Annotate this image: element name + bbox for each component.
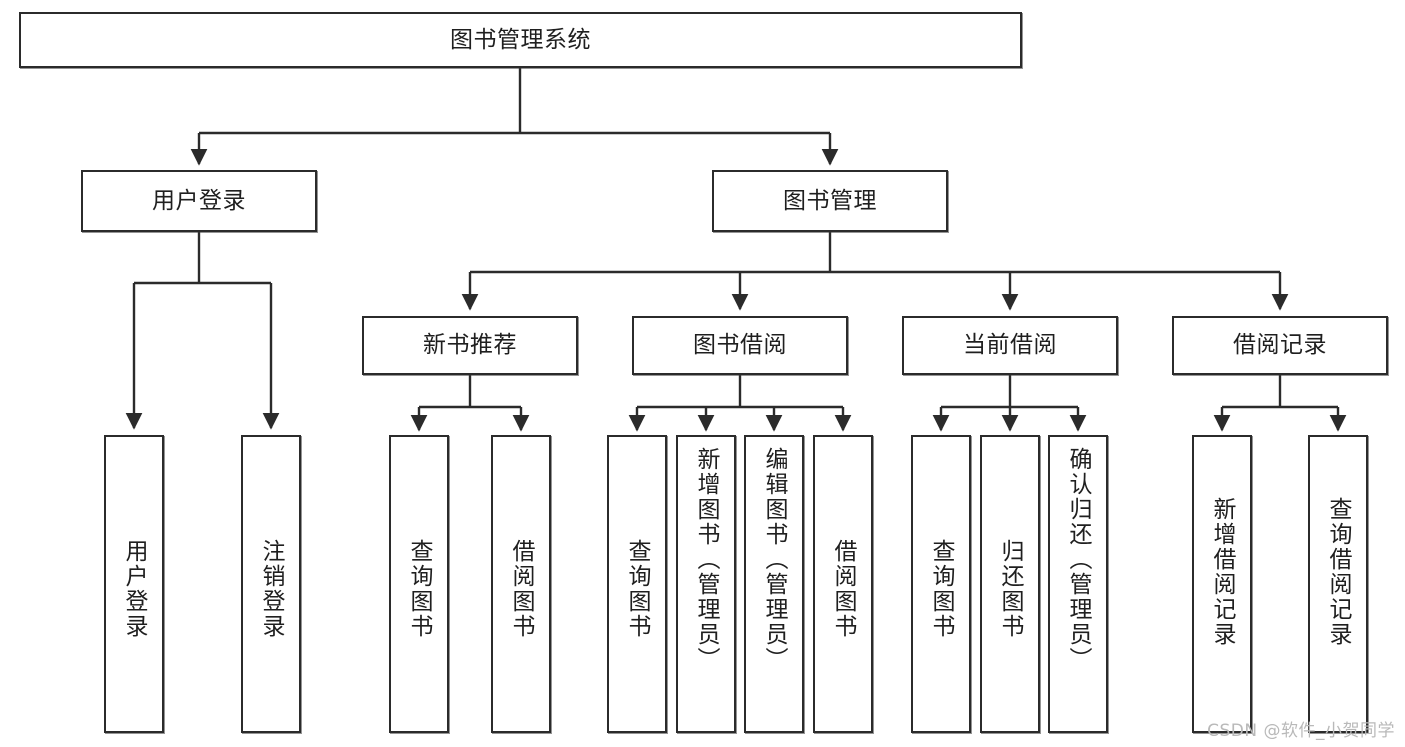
- leaf-query-book-nb[interactable]: 查询图书: [389, 435, 449, 733]
- leaf-edit-book-admin-label: 编辑图书（管理员）: [761, 447, 788, 672]
- leaf-add-book-admin-label: 新增图书（管理员）: [693, 447, 720, 672]
- node-book-borrow[interactable]: 图书借阅: [632, 316, 848, 375]
- leaf-user-login[interactable]: 用户登录: [104, 435, 164, 733]
- leaf-edit-book-admin[interactable]: 编辑图书（管理员）: [744, 435, 804, 733]
- leaf-query-borrow-record[interactable]: 查询借阅记录: [1308, 435, 1368, 733]
- node-current-borrow[interactable]: 当前借阅: [902, 316, 1118, 375]
- leaf-user-login-label: 用户登录: [121, 539, 148, 639]
- leaf-confirm-return-admin[interactable]: 确认归还（管理员）: [1048, 435, 1108, 733]
- leaf-return-book-label: 归还图书: [997, 539, 1024, 639]
- node-root-label: 图书管理系统: [450, 26, 591, 53]
- leaf-add-borrow-record-label: 新增借阅记录: [1209, 497, 1236, 647]
- leaf-confirm-return-admin-label: 确认归还（管理员）: [1065, 447, 1092, 672]
- leaf-query-book-nb-label: 查询图书: [406, 539, 433, 639]
- node-book-management[interactable]: 图书管理: [712, 170, 948, 232]
- leaf-query-book-cb[interactable]: 查询图书: [911, 435, 971, 733]
- leaf-borrow-book-bb-label: 借阅图书: [830, 539, 857, 639]
- leaf-query-book-cb-label: 查询图书: [928, 539, 955, 639]
- leaf-borrow-book-bb[interactable]: 借阅图书: [813, 435, 873, 733]
- node-current-borrow-label: 当前借阅: [963, 332, 1057, 359]
- node-user-login[interactable]: 用户登录: [81, 170, 317, 232]
- node-borrow-record[interactable]: 借阅记录: [1172, 316, 1388, 375]
- node-new-book-recommend[interactable]: 新书推荐: [362, 316, 578, 375]
- node-root[interactable]: 图书管理系统: [19, 12, 1022, 68]
- leaf-query-book-bb-label: 查询图书: [624, 539, 651, 639]
- leaf-query-book-bb[interactable]: 查询图书: [607, 435, 667, 733]
- leaf-borrow-book-nb[interactable]: 借阅图书: [491, 435, 551, 733]
- node-book-management-label: 图书管理: [783, 187, 877, 214]
- leaf-add-book-admin[interactable]: 新增图书（管理员）: [676, 435, 736, 733]
- node-book-borrow-label: 图书借阅: [693, 332, 787, 359]
- node-new-book-recommend-label: 新书推荐: [423, 332, 517, 359]
- leaf-borrow-book-nb-label: 借阅图书: [508, 539, 535, 639]
- leaf-return-book[interactable]: 归还图书: [980, 435, 1040, 733]
- node-user-login-label: 用户登录: [152, 187, 246, 214]
- node-borrow-record-label: 借阅记录: [1233, 332, 1327, 359]
- leaf-add-borrow-record[interactable]: 新增借阅记录: [1192, 435, 1252, 733]
- leaf-query-borrow-record-label: 查询借阅记录: [1325, 497, 1352, 647]
- leaf-logout[interactable]: 注销登录: [241, 435, 301, 733]
- leaf-logout-label: 注销登录: [258, 539, 285, 639]
- csdn-watermark: CSDN @软件_小贺同学: [1207, 721, 1395, 741]
